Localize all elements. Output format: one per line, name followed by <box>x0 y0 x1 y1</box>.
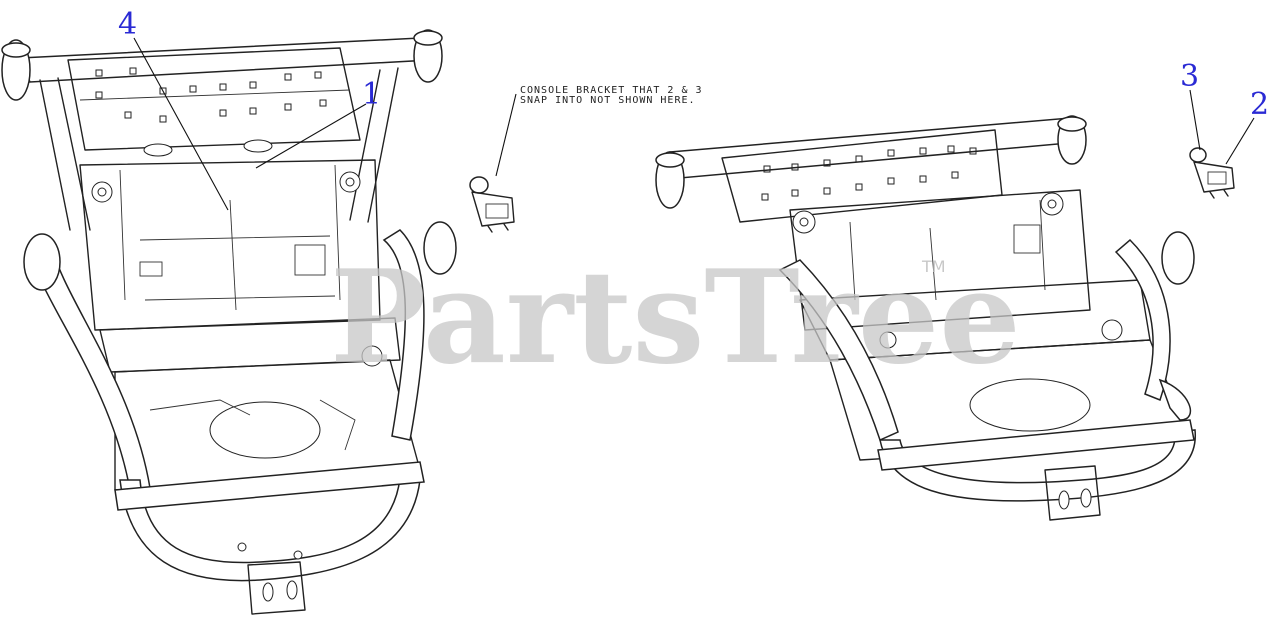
right-frame-assembly <box>655 115 1196 521</box>
callout-3: 3 <box>1180 59 1199 94</box>
leader-lines <box>133 37 1255 211</box>
panel-holes-left <box>95 67 327 123</box>
panel-holes-right <box>761 145 977 201</box>
note-line-1: CONSOLE BRACKET THAT 2 & 3 <box>520 85 703 96</box>
watermark-brand: PartsTree <box>330 243 1021 393</box>
watermark: PartsTree TM <box>330 243 1021 393</box>
callout-4: 4 <box>118 7 137 42</box>
callout-2: 2 <box>1250 87 1269 122</box>
callout-1: 1 <box>362 77 381 112</box>
left-frame-assembly <box>1 29 457 615</box>
note-line-2: SNAP INTO NOT SHOWN HERE. <box>520 95 696 106</box>
switch-assembly-center <box>469 176 515 233</box>
watermark-trademark: TM <box>921 257 946 276</box>
switch-assembly-right <box>1189 147 1235 199</box>
